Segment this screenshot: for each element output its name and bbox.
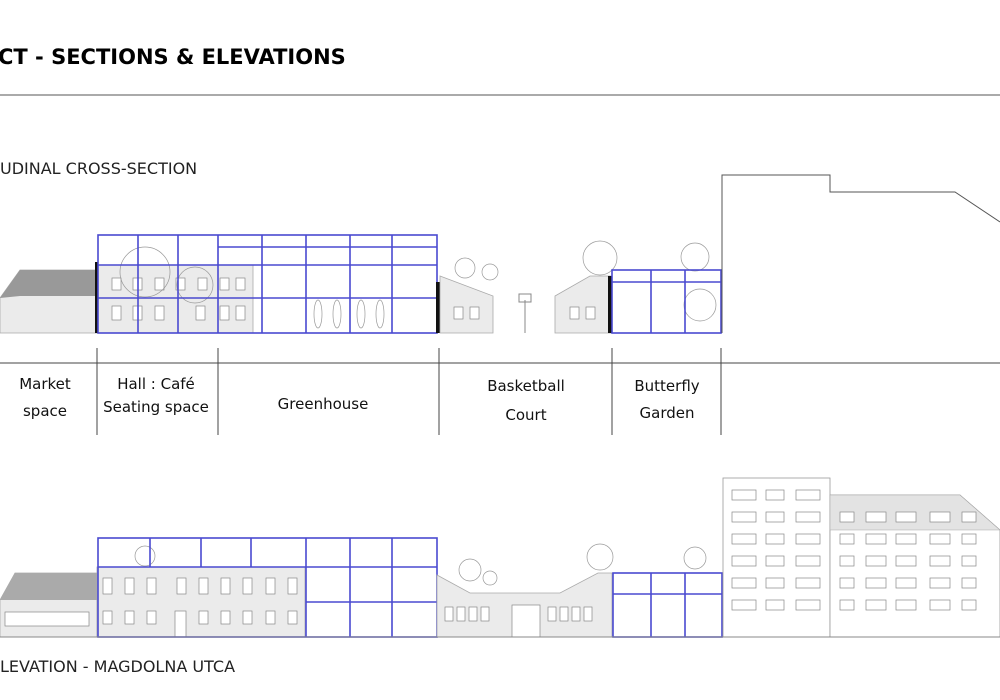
hall-facade [96,566,306,638]
apartment-window [961,533,977,545]
apartment-window [929,577,951,589]
zone-greenhouse: Greenhouse [278,395,369,413]
apartment-window [961,577,977,589]
apartment-window [795,489,821,501]
apartment-window [731,489,757,501]
zone-butterfly-line1: Butterfly [634,377,699,395]
sheet-title: CT - SECTIONS & ELEVATIONS [0,45,346,69]
apartment-window [795,511,821,523]
apartment-window [865,511,887,523]
apartment-window [839,577,855,589]
apartment-window [839,511,855,523]
market-roof [0,270,97,298]
zone-basketball-line1: Basketball [487,377,565,395]
apartment-window [865,533,887,545]
apartment-window [765,533,785,545]
apartment-window [731,511,757,523]
apartment-window [929,511,951,523]
apartment-window [895,599,917,611]
apartment-window [961,511,977,523]
apartment-window [795,599,821,611]
apartment-window [839,555,855,567]
hall-building [97,264,254,334]
neighbor-outline [721,174,1000,333]
zone-hall-line2: Seating space [103,398,209,416]
tree-icon [176,266,214,304]
apartment-window [961,599,977,611]
apartment-window [895,555,917,567]
apartment-window [839,533,855,545]
zone-market-line2: space [23,402,67,420]
apartment-window [731,555,757,567]
apartment-window [731,533,757,545]
apartment-window [795,555,821,567]
apartment-window [929,533,951,545]
apartment-window [795,533,821,545]
apartment-window [895,511,917,523]
zone-strip: Market space Hall : Café Seating space G… [0,348,1000,435]
apartment-window [765,511,785,523]
apartment-window [731,599,757,611]
greenhouse-plants [313,299,385,329]
apartment-window [731,577,757,589]
garden-house [554,275,613,334]
zone-butterfly-line2: Garden [640,404,695,422]
zone-hall-line1: Hall : Café [117,375,195,393]
butterfly-garden-glass-frame [611,269,722,334]
zone-basketball-line2: Court [505,406,546,424]
apartment-window [865,577,887,589]
apartment-window [795,577,821,589]
zone-market-line1: Market [19,375,71,393]
apartment-window [765,555,785,567]
apartment-window [765,577,785,589]
apartment-window [865,599,887,611]
apartment-window [839,599,855,611]
hall-facade-windows [4,577,298,638]
apartment-window [929,555,951,567]
basketball-house [439,275,494,334]
elevation-drawing [0,477,1000,638]
section-label: UDINAL CROSS-SECTION [0,159,197,178]
apartment-window [895,533,917,545]
apartment-window [929,599,951,611]
elevation-label: LEVATION - MAGDOLNA UTCA [0,657,235,676]
apartment-window [961,555,977,567]
apartment-window [765,489,785,501]
cross-section-drawing [0,174,1000,334]
apartment-windows [731,489,977,611]
apartment-window [895,577,917,589]
tree-icon [119,246,171,298]
apartment-window [765,599,785,611]
elevation-garden-frame [612,572,723,638]
apartment-window [865,555,887,567]
